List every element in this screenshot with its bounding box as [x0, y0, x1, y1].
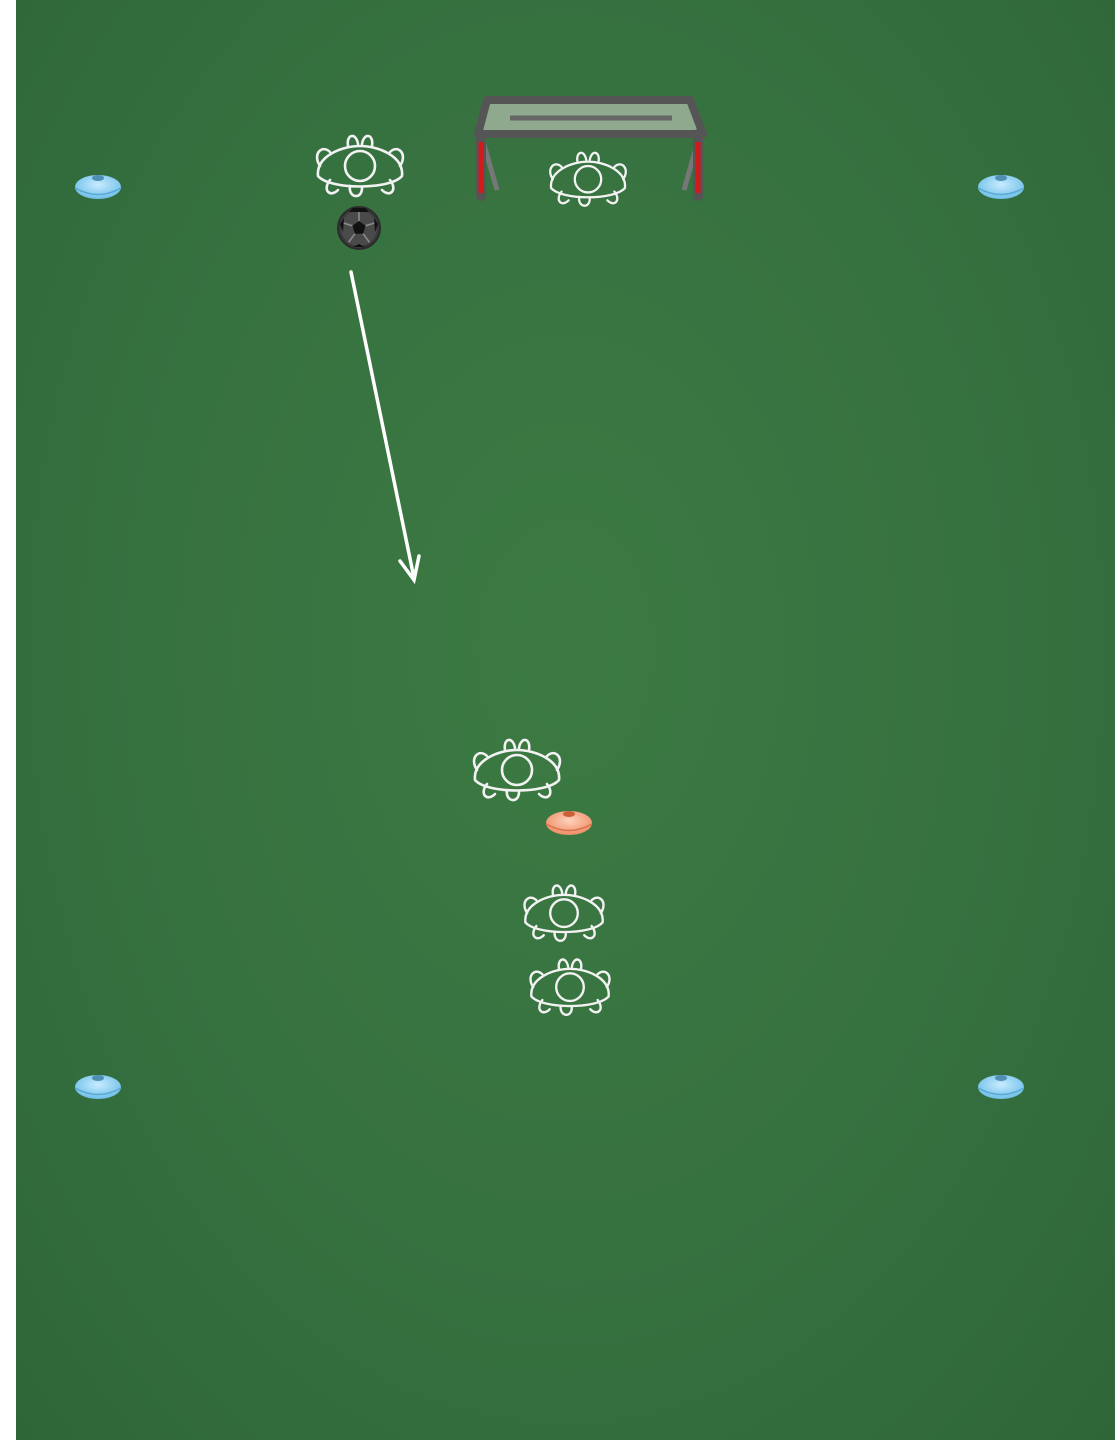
corner-cone-bottom-left	[75, 1075, 121, 1099]
corner-cone-bottom-right	[978, 1075, 1024, 1099]
player-queue-2	[530, 960, 609, 1015]
corner-cone-top-left	[75, 175, 121, 199]
soccer-ball-icon	[338, 207, 380, 249]
goal-icon	[478, 100, 703, 196]
corner-cone-top-right	[978, 175, 1024, 199]
player-center-front	[474, 740, 560, 800]
player-top-left	[317, 136, 403, 196]
center-cone	[546, 811, 592, 835]
pass-arrow	[351, 272, 419, 580]
player-goalkeeper	[550, 153, 626, 206]
player-queue-1	[524, 886, 603, 941]
